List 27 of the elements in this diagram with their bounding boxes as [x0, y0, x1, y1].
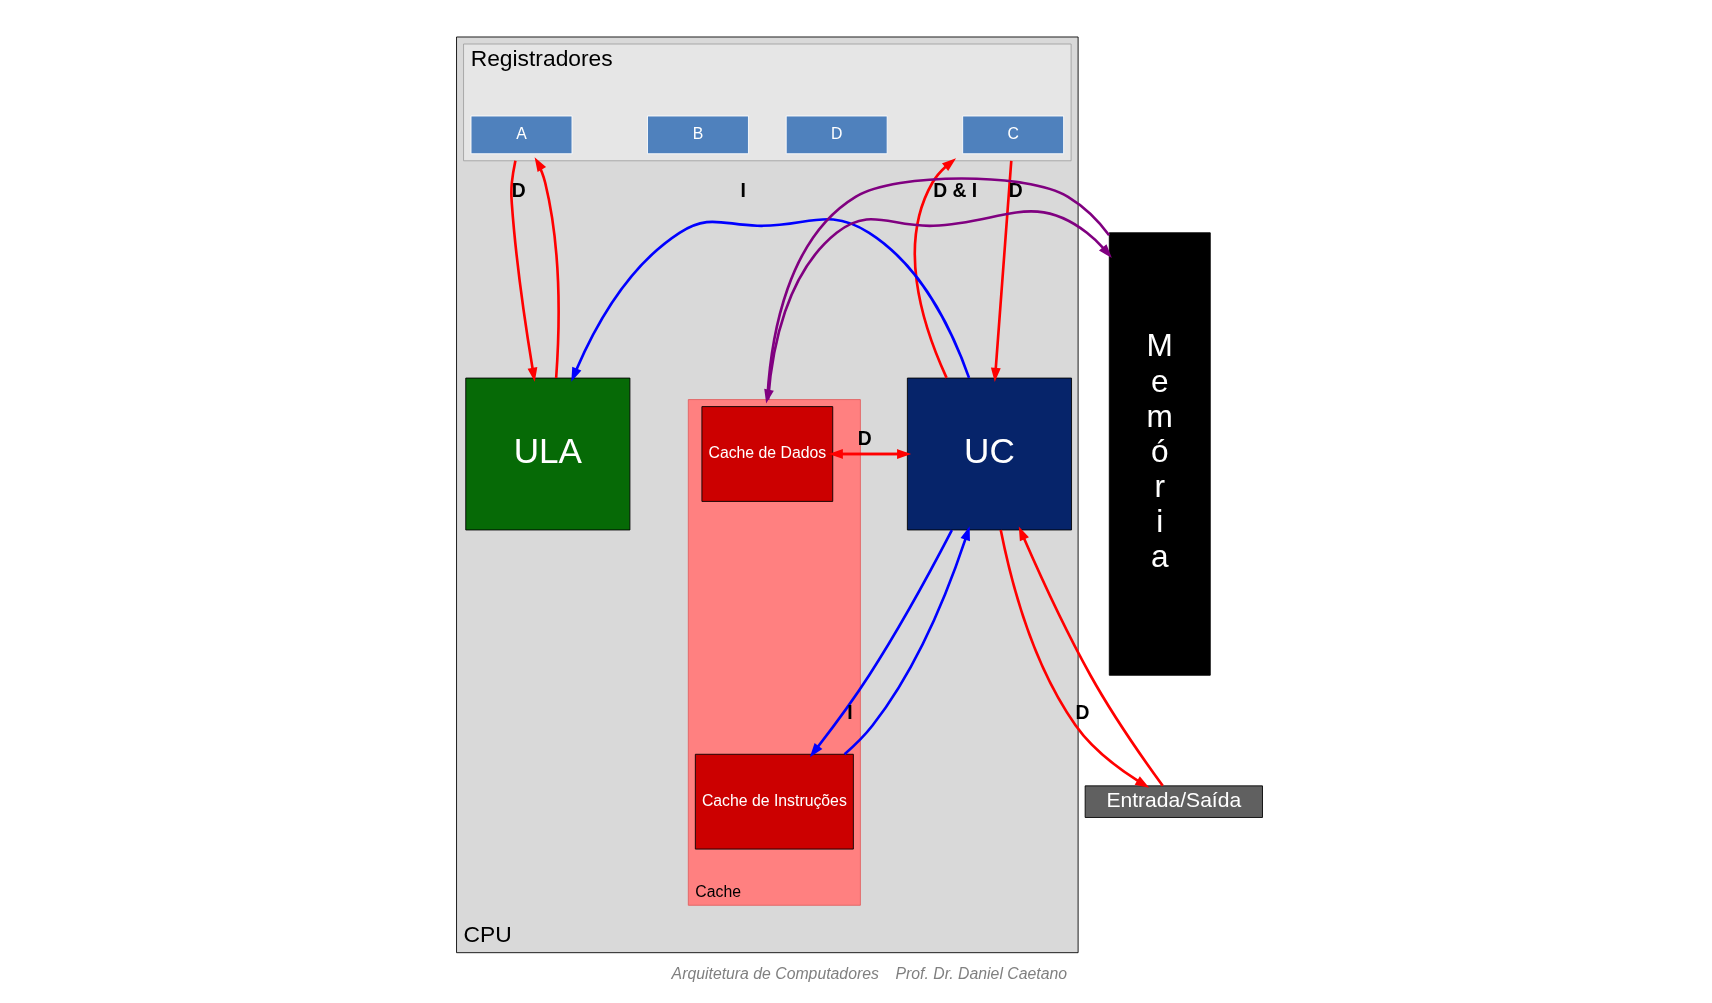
node-box: Cache de Instruções	[694, 753, 854, 850]
node-box: ULA	[465, 377, 631, 531]
arrow	[1018, 526, 1164, 787]
node-box: B	[647, 115, 749, 155]
node-box: D	[785, 115, 888, 155]
node-box: Entrada/Saída	[1084, 785, 1263, 818]
edge-label: I	[740, 180, 746, 202]
edge-label: I	[847, 701, 853, 723]
node-box: Cache de Dados	[701, 406, 834, 502]
arrow	[509, 160, 538, 382]
edge-label: D	[1008, 180, 1023, 202]
arrow	[913, 158, 957, 379]
arrow	[571, 217, 971, 382]
arrow	[534, 157, 560, 379]
arrow	[990, 160, 1013, 382]
label: Arquitetura de Computadores	[671, 964, 879, 982]
node-box: Memória	[1108, 232, 1211, 676]
arrow	[809, 529, 954, 758]
arrow	[764, 177, 1111, 404]
edge-label: D & I	[933, 180, 978, 202]
node-box: A	[470, 115, 573, 155]
arrow	[999, 529, 1150, 788]
arrow	[843, 526, 970, 756]
label: Prof. Dr. Daniel Caetano	[895, 964, 1068, 982]
node-box: C	[962, 115, 1065, 155]
edge-label: D	[511, 180, 526, 202]
node-box: UC	[906, 377, 1072, 531]
